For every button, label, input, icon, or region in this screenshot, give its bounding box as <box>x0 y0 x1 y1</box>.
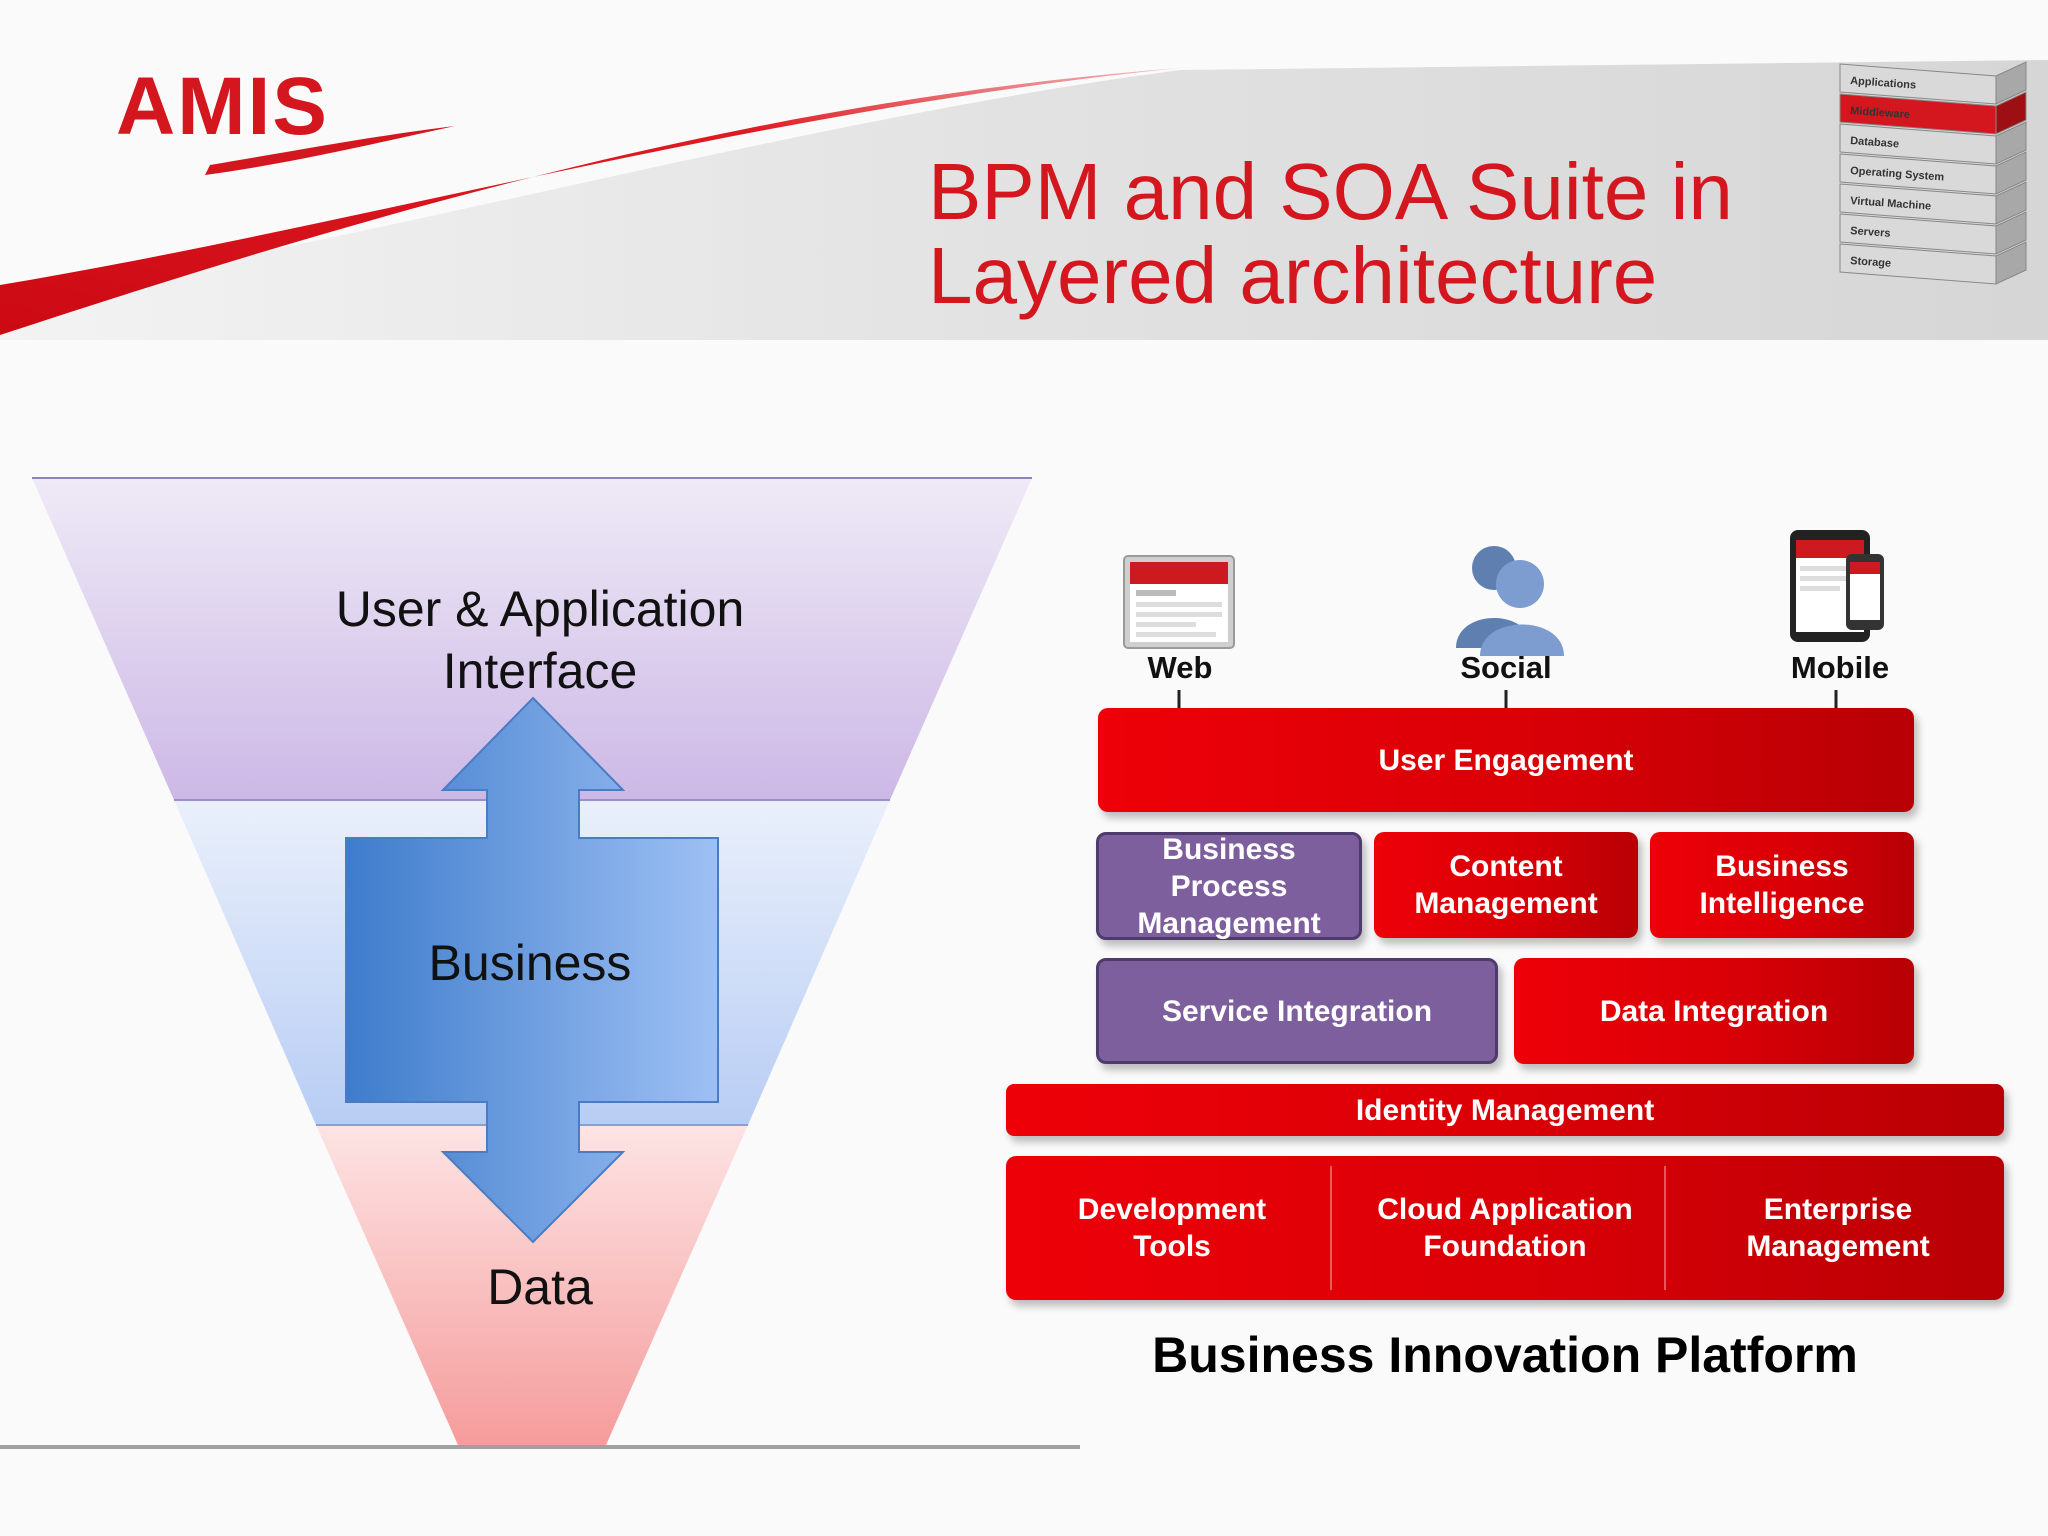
web-browser-icon <box>1123 555 1235 649</box>
cloud-application-foundation-segment: Cloud Application Foundation <box>1338 1156 1672 1300</box>
stack-layer-label: Servers <box>1850 225 1891 240</box>
interface-line-1: User & Application <box>335 581 745 637</box>
bidirectional-arrow <box>345 696 719 1244</box>
data-integration-label: Data Integration <box>1599 994 1829 1028</box>
bi-line-2: Intelligence <box>1699 887 1865 920</box>
stack-layer-label: Applications <box>1850 75 1917 92</box>
em-line-2: Management <box>1746 1230 1930 1263</box>
mobile-devices-icon <box>1790 530 1884 642</box>
channel-label-social: Social <box>1460 650 1552 685</box>
stack-layer: Virtual Machine <box>1839 181 2027 225</box>
stack-layer-label: Virtual Machine <box>1850 195 1932 213</box>
foundation-box: Development Tools Cloud Application Foun… <box>1006 1156 2004 1300</box>
bpm-line-1: Business <box>1162 832 1296 866</box>
funnel-layer-interface <box>32 478 1032 800</box>
stack-layer-label: Database <box>1850 135 1900 150</box>
segment-divider <box>1664 1166 1666 1290</box>
enterprise-management-label: Enterprise Management <box>1746 1191 1929 1265</box>
bpm-box: Business Process Management <box>1096 832 1362 940</box>
stack-layer-label: Middleware <box>1850 105 1911 121</box>
user-engagement-label: User Engagement <box>1378 743 1634 777</box>
bpm-line-2: Process <box>1170 869 1288 903</box>
bpm-label: Business Process Management <box>1137 831 1320 942</box>
dev-line-2: Tools <box>1133 1230 1211 1263</box>
caf-line-1: Cloud Application <box>1377 1193 1633 1226</box>
stack-layer: Applications <box>1839 61 2027 105</box>
dev-line-1: Development <box>1077 1193 1267 1226</box>
identity-management-box: Identity Management <box>1006 1084 2004 1136</box>
funnel-layer-data <box>316 1125 748 1445</box>
channel-label-web: Web <box>1147 650 1213 685</box>
stack-layer: Servers <box>1839 211 2027 255</box>
title-line-1: BPM and SOA Suite in <box>928 147 1733 236</box>
channel-icons <box>1123 530 1884 732</box>
stack-layer: Operating System <box>1839 151 2027 195</box>
service-integration-label: Service Integration <box>1161 994 1433 1028</box>
business-intelligence-label: Business Intelligence <box>1699 848 1864 922</box>
content-management-label: Content Management <box>1414 848 1597 922</box>
identity-management-label: Identity Management <box>1355 1093 1655 1127</box>
funnel-label-business: Business <box>428 935 632 991</box>
service-integration-box: Service Integration <box>1096 958 1498 1064</box>
content-line-1: Content <box>1449 850 1563 883</box>
content-line-2: Management <box>1414 887 1598 920</box>
technology-stack-icon: ApplicationsMiddlewareDatabaseOperating … <box>1839 61 2027 285</box>
cloud-application-foundation-label: Cloud Application Foundation <box>1377 1191 1633 1265</box>
banner-grey-band <box>0 60 2048 340</box>
header-banner <box>0 60 2048 340</box>
bi-line-1: Business <box>1715 850 1849 883</box>
segment-divider <box>1330 1166 1332 1290</box>
content-management-box: Content Management <box>1374 832 1638 938</box>
stack-layer: Middleware <box>1839 91 2027 135</box>
funnel-label-interface: User & Application Interface <box>290 578 790 702</box>
stack-layer: Database <box>1839 121 2027 165</box>
user-engagement-box: User Engagement <box>1098 708 1914 812</box>
amis-logo: AMIS <box>116 61 329 152</box>
business-intelligence-box: Business Intelligence <box>1650 832 1914 938</box>
stack-layer: Storage <box>1839 241 2027 285</box>
slide-title: BPM and SOA Suite in Layered architectur… <box>928 150 1808 318</box>
logo-swoosh <box>205 126 455 175</box>
em-line-1: Enterprise <box>1763 1193 1913 1226</box>
caf-line-2: Foundation <box>1423 1230 1587 1263</box>
layer-funnel <box>0 477 1080 1449</box>
enterprise-management-segment: Enterprise Management <box>1672 1156 2004 1300</box>
stack-layer-label: Storage <box>1850 255 1892 270</box>
channel-label-mobile: Mobile <box>1790 650 1890 685</box>
development-tools-segment: Development Tools <box>1006 1156 1338 1300</box>
development-tools-label: Development Tools <box>1078 1191 1266 1265</box>
interface-line-2: Interface <box>442 643 638 699</box>
funnel-label-data: Data <box>487 1259 593 1315</box>
platform-caption: Business Innovation Platform <box>1152 1327 1858 1383</box>
title-line-2: Layered architecture <box>928 231 1658 320</box>
social-people-icon <box>1456 546 1564 656</box>
data-integration-box: Data Integration <box>1514 958 1914 1064</box>
bpm-line-3: Management <box>1137 906 1321 940</box>
